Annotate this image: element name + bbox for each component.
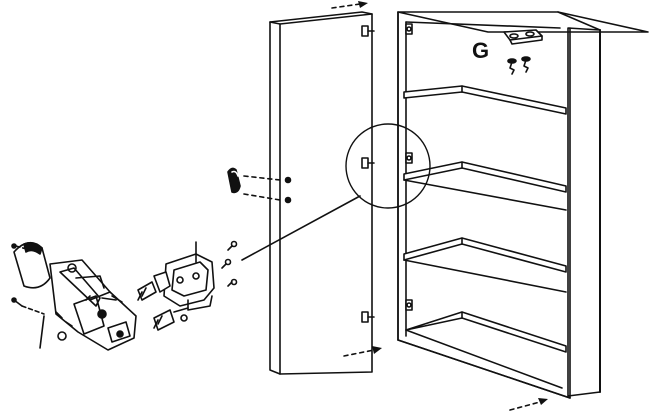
hinge-dowels bbox=[138, 282, 188, 330]
shelf-3 bbox=[404, 238, 566, 292]
arrow-heads bbox=[358, 1, 548, 405]
detail-magnifier bbox=[242, 124, 430, 260]
shelf-1 bbox=[404, 86, 566, 114]
shelves bbox=[404, 86, 566, 352]
cabinet-mounting-plates bbox=[406, 24, 412, 310]
knob-guide-line-2 bbox=[244, 194, 280, 200]
cabinet-door bbox=[270, 12, 372, 374]
hinge-side-view bbox=[12, 243, 136, 350]
handle-holes bbox=[286, 178, 291, 203]
knob-guide-line bbox=[244, 176, 280, 180]
part-label-g: G bbox=[472, 38, 490, 63]
shelf-2 bbox=[404, 162, 566, 210]
shelf-4 bbox=[406, 312, 566, 352]
wall-screws-icon bbox=[508, 57, 530, 74]
bracket-g-icon bbox=[504, 30, 542, 44]
direction-arrows bbox=[332, 4, 540, 410]
door-hinges bbox=[362, 26, 374, 322]
cabinet-body bbox=[398, 12, 648, 398]
door-knob-icon bbox=[228, 168, 240, 192]
hinge-detail bbox=[154, 242, 237, 311]
